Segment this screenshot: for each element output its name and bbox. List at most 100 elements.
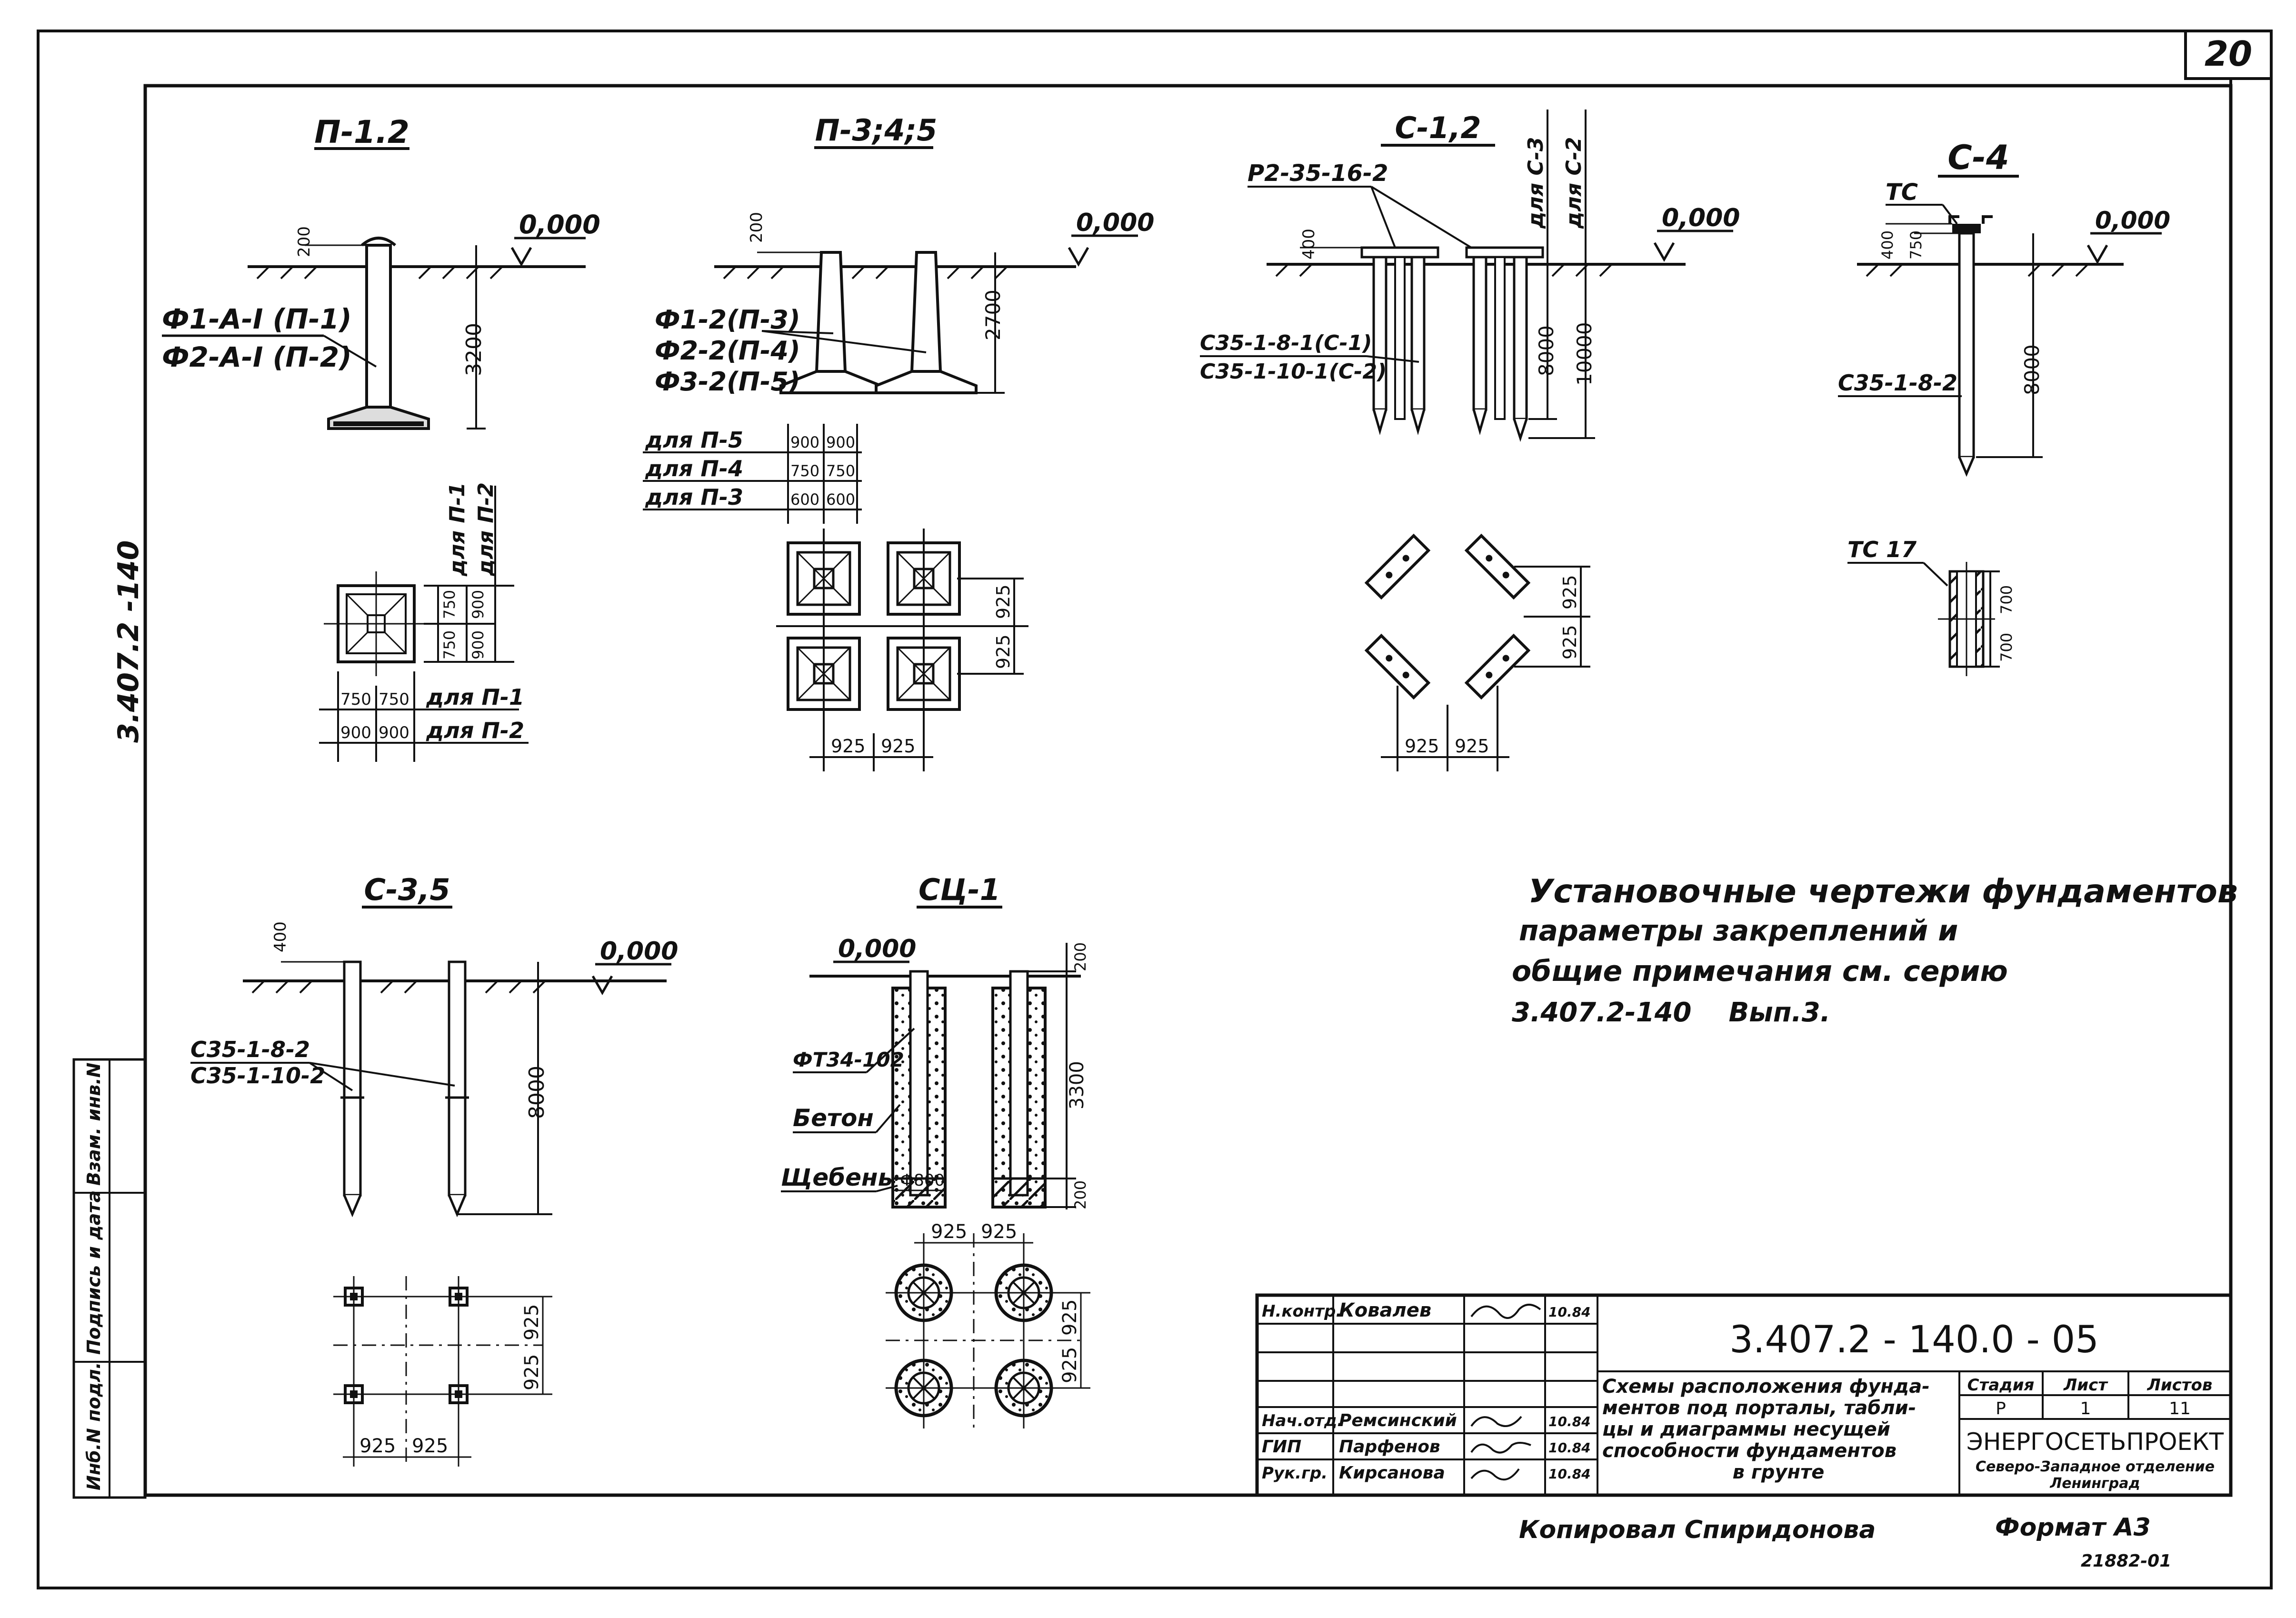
p12-row2-dim2: 900 [379,723,409,742]
c35-title: С-3,5 [364,872,450,907]
p345-label-3: Ф3-2(П-5) [655,367,800,397]
sc1-dim-side-3: 200 [1071,1180,1089,1209]
p345-row3-label: для П-3 [645,484,743,510]
sc1-plan-dx2: 925 [981,1221,1017,1243]
tb-desc-1: Схемы расположения фунда- [1602,1376,1930,1398]
tb-row3-signature [1470,1442,1531,1454]
sc1-label-3: Щебень [781,1164,893,1191]
tb-doc-code: 3.407.2 - 140.0 - 05 [1729,1318,2099,1361]
sc1-dim-side-1: 200 [1071,942,1089,971]
note-line-4: 3.407.2-140 Вып.3. [1512,997,1830,1028]
tb-org-sub1: Северо-Западное отделение [1976,1458,2215,1475]
p12-row2-label: для П-2 [426,718,524,743]
tb-row4-role: Рук.гр. [1262,1464,1328,1483]
note-line-1: Установочные чертежи фундаментов [1528,873,2238,910]
c35-dim-depth: 8000 [525,1066,549,1119]
p345-plan-dy2: 925 [993,634,1014,669]
c35-label-2: С35-1-10-2 [190,1063,325,1089]
p345-row3-dim1: 600 [790,490,819,509]
c4-label-top: ТС [1886,179,1918,206]
c12-top-label-1: для С-3 [1524,137,1548,230]
c35-plan: 925 925 925 925 [333,1276,552,1467]
note-line-2: параметры закреплений и [1519,914,1958,948]
tb-sheet: 1 [2080,1399,2091,1418]
p345-ground-mark: 0,000 [1076,209,1154,237]
p345-dim-top: 200 [747,212,766,243]
sc1-dim-side-2: 3300 [1066,1061,1088,1109]
view-p12: П-1.2 0,000 200 3200 Ф1-А-I (П-1) Ф2-А-I… [162,114,600,762]
tb-row3-name: Парфенов [1339,1437,1440,1457]
c12-plan: 925 925 925 925 [1364,533,1590,771]
sc1-plan-dy2: 925 [1059,1347,1081,1383]
format-label: Формат А3 [1995,1513,2151,1542]
c12-plan-dx1: 925 [1405,736,1439,757]
p12-dim-depth: 3200 [462,323,486,376]
tb-sheets: 11 [2169,1399,2191,1418]
p12-plan-side-label-2: для П-2 [474,482,498,577]
inner-frame [143,84,2233,1497]
sheet-number-box [2184,30,2273,80]
p12-title: П-1.2 [314,114,409,150]
p12-row1-dim2: 750 [379,690,409,709]
p345-row1-dim1: 900 [790,433,819,451]
tb-row2-role: Нач.отд. [1262,1411,1343,1430]
c35-plan-dx1: 925 [359,1435,396,1457]
tb-sheet-header: Лист [2063,1376,2108,1395]
sheet-number: 20 [2205,34,2252,74]
c35-ground-mark: 0,000 [600,937,678,966]
view-p345: П-3;4;5 0,000 200 2700 Ф1-2(П-3) Ф2-2(П-… [643,113,1154,771]
archive-number: 21882-01 [2081,1551,2171,1571]
p345-plan-dx1: 925 [831,736,866,757]
p12-ground-mark: 0,000 [519,210,600,240]
tb-desc-4: способности фундаментов [1602,1440,1897,1462]
tb-row2-date: 10.84 [1548,1414,1591,1429]
c12-label-1: С35-1-8-1(С-1) [1200,331,1372,355]
outer-frame [37,30,2273,1589]
p12-row1-label: для П-1 [426,684,524,710]
c35-plan-dy2: 925 [521,1354,543,1390]
sc1-plan-dx1: 925 [931,1221,967,1243]
side-stamp: Инб.N подл. Подпись и дата Взам. инв.N [72,1058,147,1499]
p345-row1-label: для П-5 [645,427,743,453]
c12-plan-dx2: 925 [1455,736,1489,757]
stamp-replace-inv: Взам. инв.N [83,1062,104,1186]
sc1-dim-dia: Ф800 [900,1171,945,1190]
p12-plan-dim-a1: 750 [440,590,459,619]
p345-label-1: Ф1-2(П-3) [655,305,800,335]
p12-dim-top: 200 [295,226,314,257]
c4-title: С-4 [1947,138,2009,177]
sc1-plan-dy1: 925 [1059,1299,1081,1336]
tb-stage-header: Стадия [1967,1376,2035,1395]
p345-row1-dim2: 900 [826,433,855,451]
view-c35: С-3,5 400 8000 С35-1-8-2 С35-1-10-2 0,00… [190,872,678,1467]
c4-label-pile: С35-1-8-2 [1838,370,1957,396]
p345-title: П-3;4;5 [815,113,938,148]
c4-dim-top-1: 400 [1878,230,1897,260]
tb-org-sub2: Ленинград [2049,1475,2140,1492]
p345-plan: 925 925 925 925 [776,529,1028,771]
c12-dim-top: 400 [1299,229,1318,260]
view-sc1: СЦ-1 0,000 200 3300 200 Ф800 ФТ34-102 Бе… [781,872,1090,1428]
tb-row4-date: 10.84 [1548,1466,1591,1482]
c35-plan-dy1: 925 [521,1304,543,1340]
stamp-sign-date: Подпись и дата [83,1190,104,1355]
title-block: Н.контр. Ковалев 10.84 Нач.отд. Ремсинск… [1255,1293,2233,1497]
tb-desc-5: в грунте [1733,1461,1825,1483]
p12-row2-dim1: 900 [340,723,371,742]
c4-plan-dim-1: 700 [1997,585,2016,614]
c12-plan-dy2: 925 [1559,625,1580,659]
c4-dim-depth: 8000 [2020,344,2044,395]
tb-row2-name: Ремсинский [1339,1411,1457,1430]
tb-sheets-header: Листов [2147,1376,2213,1395]
p12-plan-dim-a2: 750 [440,630,459,659]
copied-by: Копировал Спиридонова [1519,1516,1876,1544]
sc1-label-1: ФТ34-102 [793,1048,904,1071]
c4-plan-dim-2: 700 [1997,633,2016,662]
p345-dim-depth: 2700 [981,290,1005,340]
c12-label-2: С35-1-10-1(С-2) [1200,360,1387,384]
p345-plan-dy1: 925 [993,584,1014,619]
c35-plan-dx2: 925 [412,1435,448,1457]
tb-row3-date: 10.84 [1548,1440,1591,1456]
